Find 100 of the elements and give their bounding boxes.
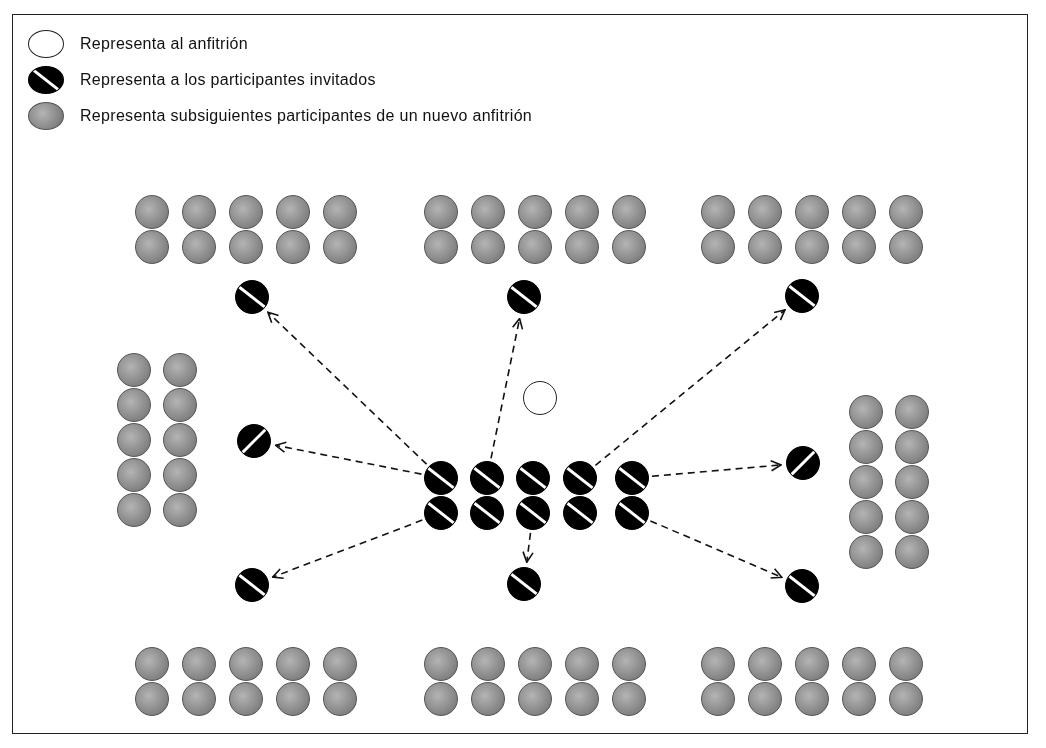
invited-participant-circle [507, 567, 541, 601]
invited-participant-circle [786, 446, 820, 480]
new-host-participant-circle [701, 230, 735, 264]
new-host-participant-circle [849, 395, 883, 429]
dashed-arrow [522, 532, 534, 563]
new-host-participant-circle [701, 682, 735, 716]
new-host-participant-circle [612, 195, 646, 229]
new-host-participant-circle [276, 195, 310, 229]
invited-participant-circle [424, 496, 458, 530]
new-host-participant-circle [565, 195, 599, 229]
new-host-participant-circle [471, 682, 505, 716]
new-host-participant-circle [895, 465, 929, 499]
new-host-participant-circle [889, 682, 923, 716]
dashed-arrow [649, 520, 783, 579]
new-host-participant-circle [471, 230, 505, 264]
new-host-participant-circle [163, 493, 197, 527]
dashed-arrow [490, 317, 524, 460]
invited-participant-circle [516, 496, 550, 530]
new-host-participant-circle [889, 230, 923, 264]
new-host-participant-circle [229, 682, 263, 716]
new-host-participant-circle [163, 423, 197, 457]
new-host-participant-circle [795, 682, 829, 716]
new-host-participant-circle [748, 682, 782, 716]
new-host-participant-circle [323, 195, 357, 229]
new-host-participant-circle [117, 458, 151, 492]
invited-participant-circle [563, 461, 597, 495]
new-host-participant-circle [701, 195, 735, 229]
new-host-participant-circle [471, 647, 505, 681]
new-host-participant-circle [895, 535, 929, 569]
new-host-participant-circle [135, 230, 169, 264]
new-host-participant-circle [895, 500, 929, 534]
invited-participant-circle [516, 461, 550, 495]
legend-text: Representa al anfitrión [80, 35, 248, 53]
new-host-participant-circle [182, 682, 216, 716]
new-host-participant-circle [565, 230, 599, 264]
new-host-participant-circle [276, 682, 310, 716]
new-host-participant-circle [842, 647, 876, 681]
invited-participant-circle [507, 280, 541, 314]
new-host-participant-circle [229, 195, 263, 229]
new-host-participant-circle [842, 682, 876, 716]
new-host-participant-circle [795, 647, 829, 681]
new-host-participant-circle [518, 230, 552, 264]
invited-participant-circle [785, 279, 819, 313]
invited-participant-circle [563, 496, 597, 530]
new-host-participant-circle [612, 230, 646, 264]
dashed-arrow [651, 460, 782, 478]
new-host-participant-circle [612, 647, 646, 681]
new-host-participant-circle [795, 195, 829, 229]
new-host-participant-circle [163, 388, 197, 422]
new-host-participant-circle [842, 230, 876, 264]
invited-participant-circle [237, 424, 271, 458]
new-host-participant-circle [565, 647, 599, 681]
legend-text: Representa subsiguientes participantes de un nuevo anfitrión [80, 107, 533, 125]
new-host-participant-circle [135, 647, 169, 681]
new-host-participant-circle [701, 647, 735, 681]
new-host-participant-circle [518, 682, 552, 716]
new-host-participant-circle [795, 230, 829, 264]
new-host-participant-circle [849, 500, 883, 534]
new-host-participant-circle [276, 647, 310, 681]
new-host-participant-circle [117, 423, 151, 457]
new-host-participant-circle [323, 682, 357, 716]
new-host-participant-circle [895, 430, 929, 464]
new-host-participant-circle [424, 647, 458, 681]
new-host-participant-circle [323, 230, 357, 264]
new-host-participant-circle [135, 682, 169, 716]
new-host-participant-circle [748, 230, 782, 264]
invited-participant-circle [785, 569, 819, 603]
new-host-participant-circle [229, 230, 263, 264]
new-host-participant-circle [748, 647, 782, 681]
new-host-participant-circle [424, 230, 458, 264]
invited-participant-circle [615, 496, 649, 530]
dashed-arrow [267, 311, 428, 465]
new-host-participant-circle [424, 195, 458, 229]
invited-participant-circle [470, 496, 504, 530]
new-host-participant-circle [229, 647, 263, 681]
dashed-arrow [271, 519, 424, 580]
host-circle [523, 381, 557, 415]
new-host-participant-circle [182, 647, 216, 681]
new-host-participant-circle [471, 195, 505, 229]
new-host-participant-circle [889, 195, 923, 229]
invited-participant-circle [424, 461, 458, 495]
new-host-participant-circle [276, 230, 310, 264]
new-host-participant-circle [849, 430, 883, 464]
new-host-participant-circle [889, 647, 923, 681]
new-host-participant-circle [518, 647, 552, 681]
new-host-participant-circle [182, 230, 216, 264]
new-host-participant-circle [842, 195, 876, 229]
new-host-participant-circle [849, 535, 883, 569]
new-host-participant-circle [849, 465, 883, 499]
new-host-participant-circle [117, 353, 151, 387]
new-host-participant-circle [182, 195, 216, 229]
new-host-participant-circle [612, 682, 646, 716]
new-host-participant-circle [424, 682, 458, 716]
new-host-participant-circle [565, 682, 599, 716]
dashed-arrow [594, 309, 786, 467]
new-host-participant-circle [323, 647, 357, 681]
new-host-participant-circle [518, 195, 552, 229]
new-host-participant-circle [117, 493, 151, 527]
new-host-participant-circle [163, 353, 197, 387]
new-host-participant-circle [163, 458, 197, 492]
